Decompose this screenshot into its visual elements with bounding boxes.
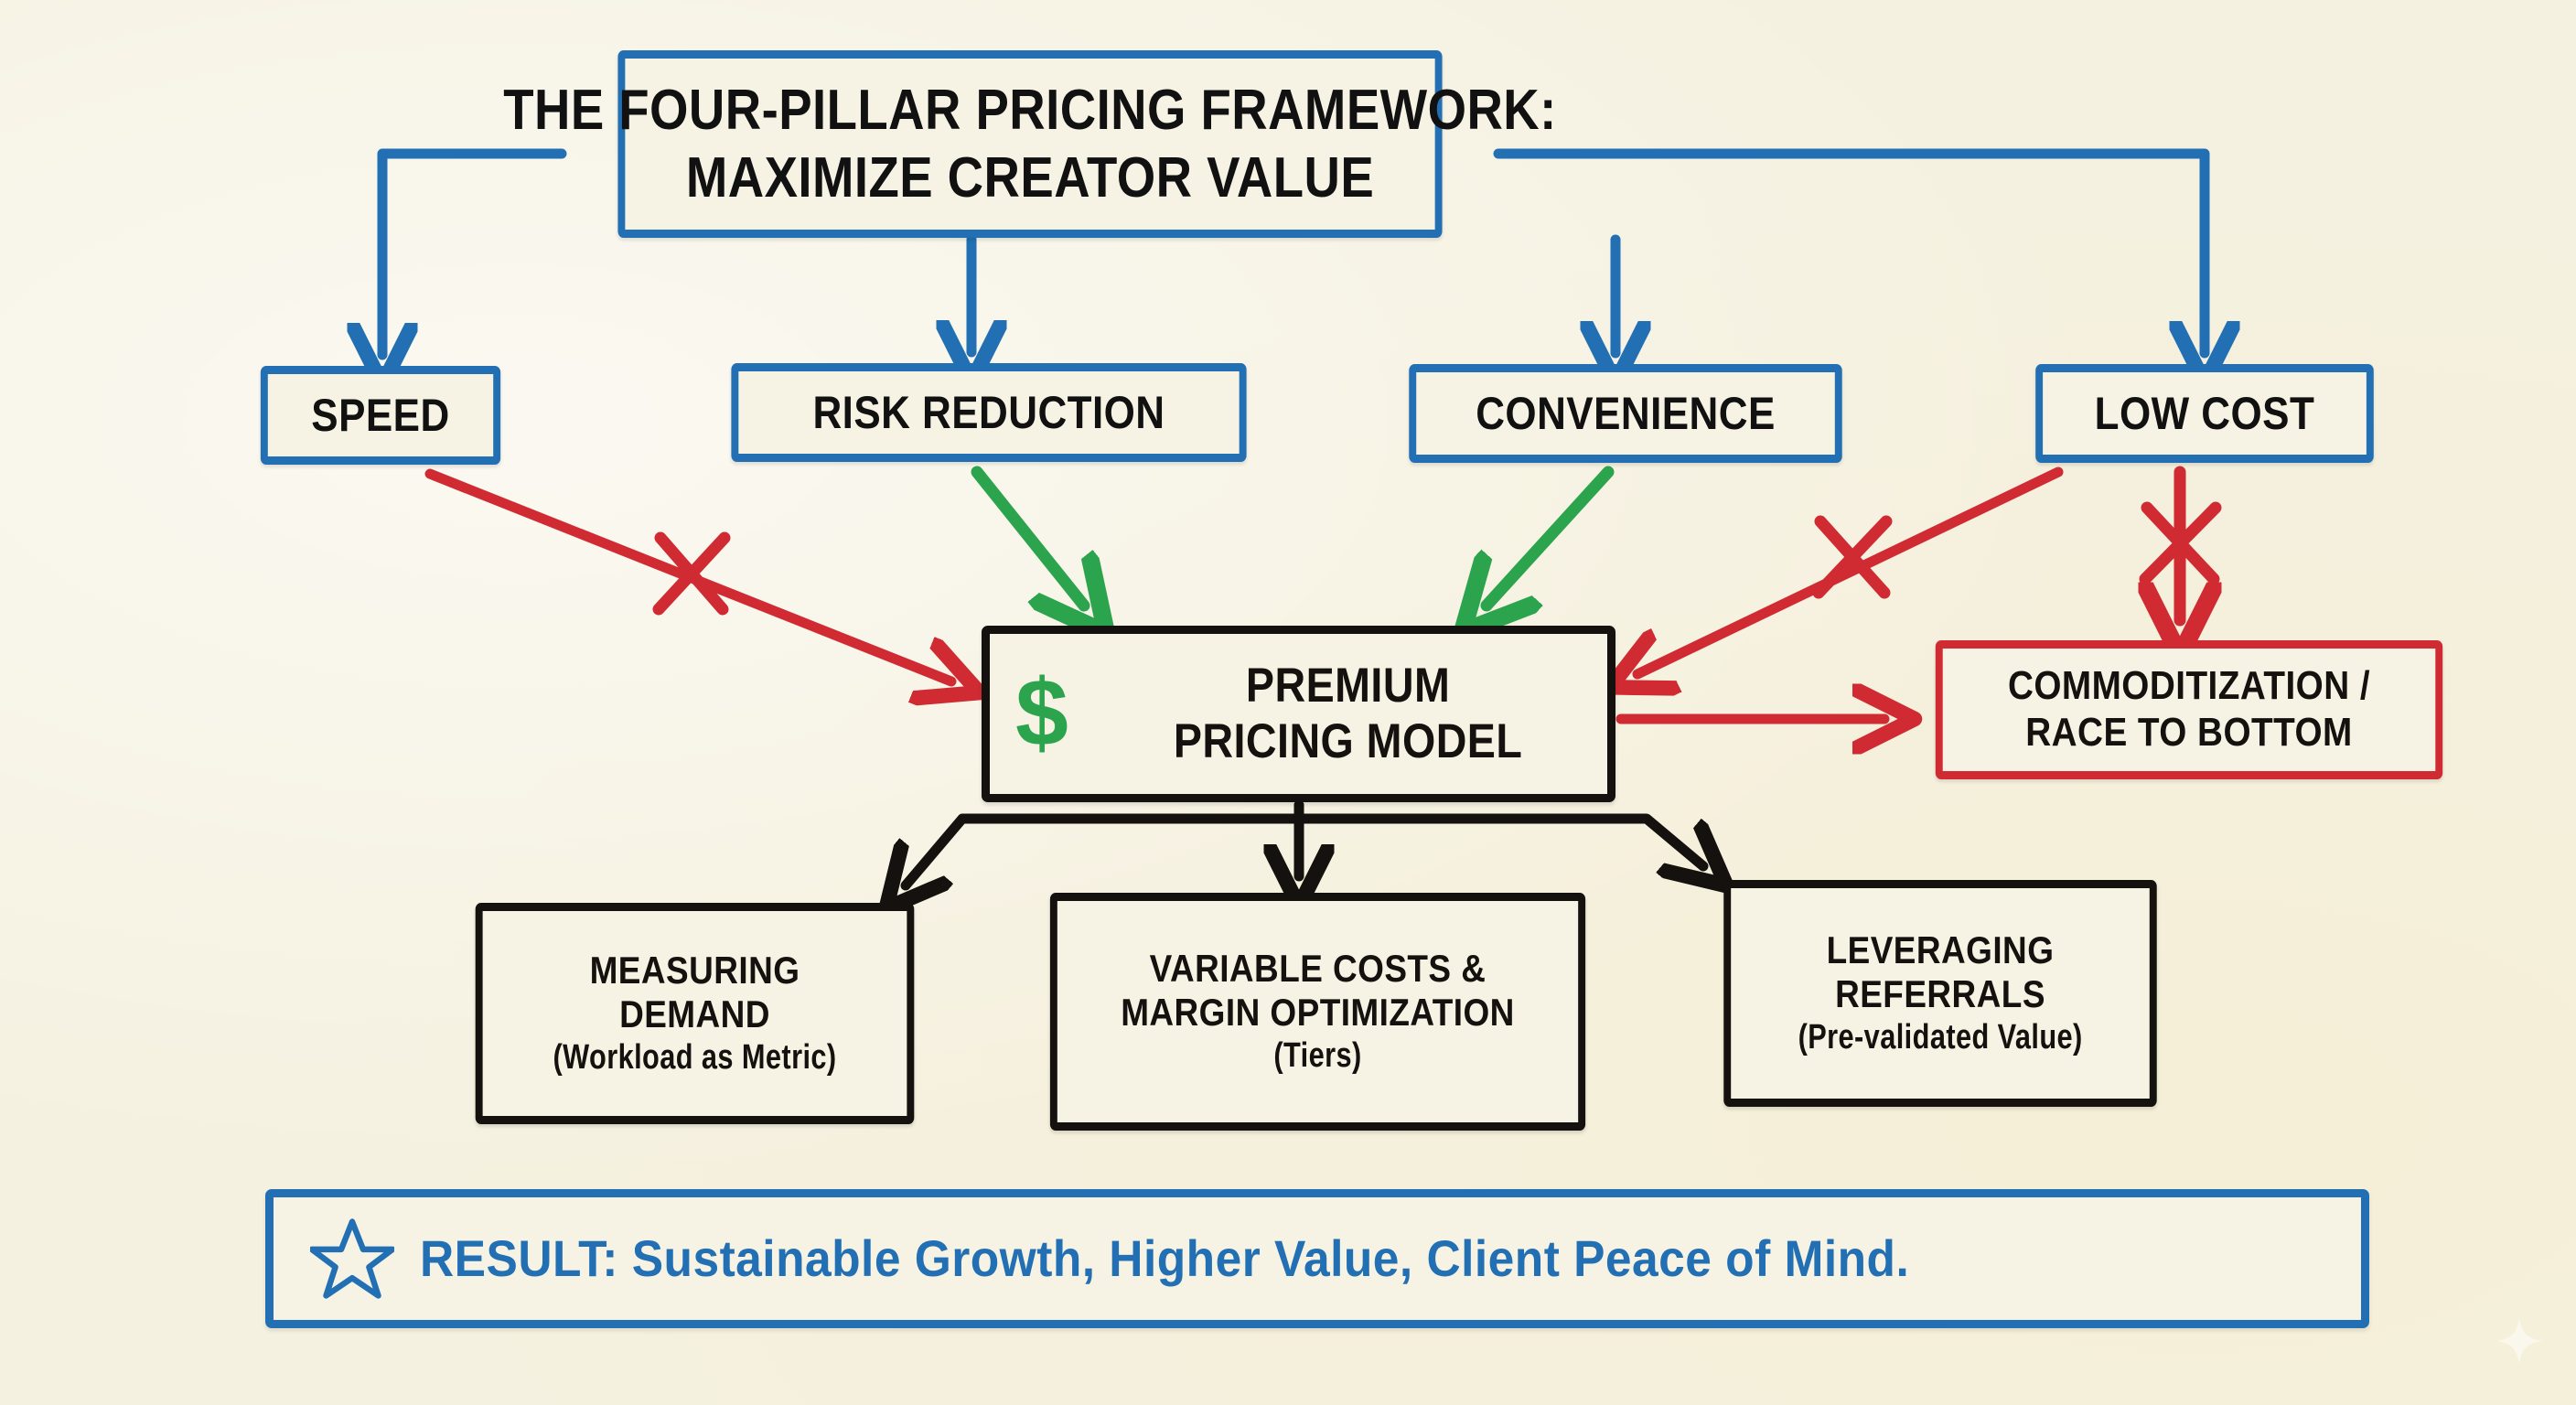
connector-premium-to-leveraging-referrals — [1293, 813, 1703, 866]
pillar-label: RISK REDUCTION — [812, 386, 1165, 438]
premium-line-2: PRICING MODEL — [1173, 713, 1523, 768]
pillar-low-cost[interactable]: LOW COST — [2035, 364, 2374, 463]
outcome-subtitle: (Pre-validated Value) — [1798, 1018, 2083, 1057]
connector-convenience-to-premium — [1487, 466, 1615, 606]
premium-pricing-model-box[interactable]: $ PREMIUM PRICING MODEL — [982, 626, 1615, 802]
connector-title-to-low-cost — [1493, 148, 2205, 353]
pillar-risk-reduction[interactable]: RISK REDUCTION — [731, 363, 1247, 462]
commoditization-line-2: RACE TO BOTTOM — [2025, 710, 2353, 755]
outcome-variable-costs[interactable]: VARIABLE COSTS & MARGIN OPTIMIZATION (Ti… — [1049, 893, 1586, 1131]
x-mark-low-cost-commoditization — [2139, 501, 2222, 585]
connector-title-to-speed — [382, 148, 567, 355]
result-banner: RESULT: Sustainable Growth, Higher Value… — [265, 1189, 2369, 1328]
outcome-leveraging-referrals[interactable]: LEVERAGING REFERRALS (Pre-validated Valu… — [1723, 880, 2157, 1107]
title-line-1: THE FOUR-PILLAR PRICING FRAMEWORK: — [503, 78, 1557, 142]
pillar-speed[interactable]: SPEED — [260, 366, 501, 465]
pillar-label: CONVENIENCE — [1476, 387, 1776, 439]
connector-premium-to-measuring-demand — [906, 799, 1304, 885]
commoditization-box[interactable]: COMMODITIZATION / RACE TO BOTTOM — [1935, 640, 2443, 779]
outcome-subtitle: (Workload as Metric) — [553, 1038, 837, 1078]
x-mark-speed-premium — [652, 531, 731, 616]
outcome-line-2: DEMAND — [619, 992, 770, 1035]
outcome-line-1: MEASURING — [589, 949, 800, 992]
connector-risk-reduction-to-premium — [971, 466, 1084, 606]
title-line-2: MAXIMIZE CREATOR VALUE — [685, 145, 1375, 209]
pillar-label: SPEED — [311, 389, 450, 441]
pillar-convenience[interactable]: CONVENIENCE — [1409, 364, 1842, 463]
pillar-label: LOW COST — [2094, 387, 2315, 439]
x-mark-low-cost-premium — [1812, 515, 1893, 599]
commoditization-line-1: COMMODITIZATION / — [2007, 663, 2371, 709]
outcome-line-2: MARGIN OPTIMIZATION — [1121, 990, 1515, 1034]
premium-line-1: PREMIUM — [1245, 659, 1451, 713]
outcome-line-2: REFERRALS — [1835, 971, 2045, 1015]
framework-title-box: THE FOUR-PILLAR PRICING FRAMEWORK: MAXIM… — [503, 50, 1556, 238]
outcome-line-1: LEVERAGING — [1826, 928, 2055, 972]
sparkle-icon — [2496, 1317, 2543, 1365]
outcome-line-1: VARIABLE COSTS & — [1149, 947, 1487, 991]
outcome-measuring-demand[interactable]: MEASURING DEMAND (Workload as Metric) — [475, 903, 915, 1124]
star-icon — [310, 1218, 394, 1299]
connector-speed-to-premium — [424, 468, 951, 681]
outcome-subtitle: (Tiers) — [1273, 1036, 1362, 1076]
result-text: RESULT: Sustainable Growth, Higher Value… — [420, 1229, 1910, 1288]
dollar-sign-icon: $ — [1015, 660, 1068, 767]
